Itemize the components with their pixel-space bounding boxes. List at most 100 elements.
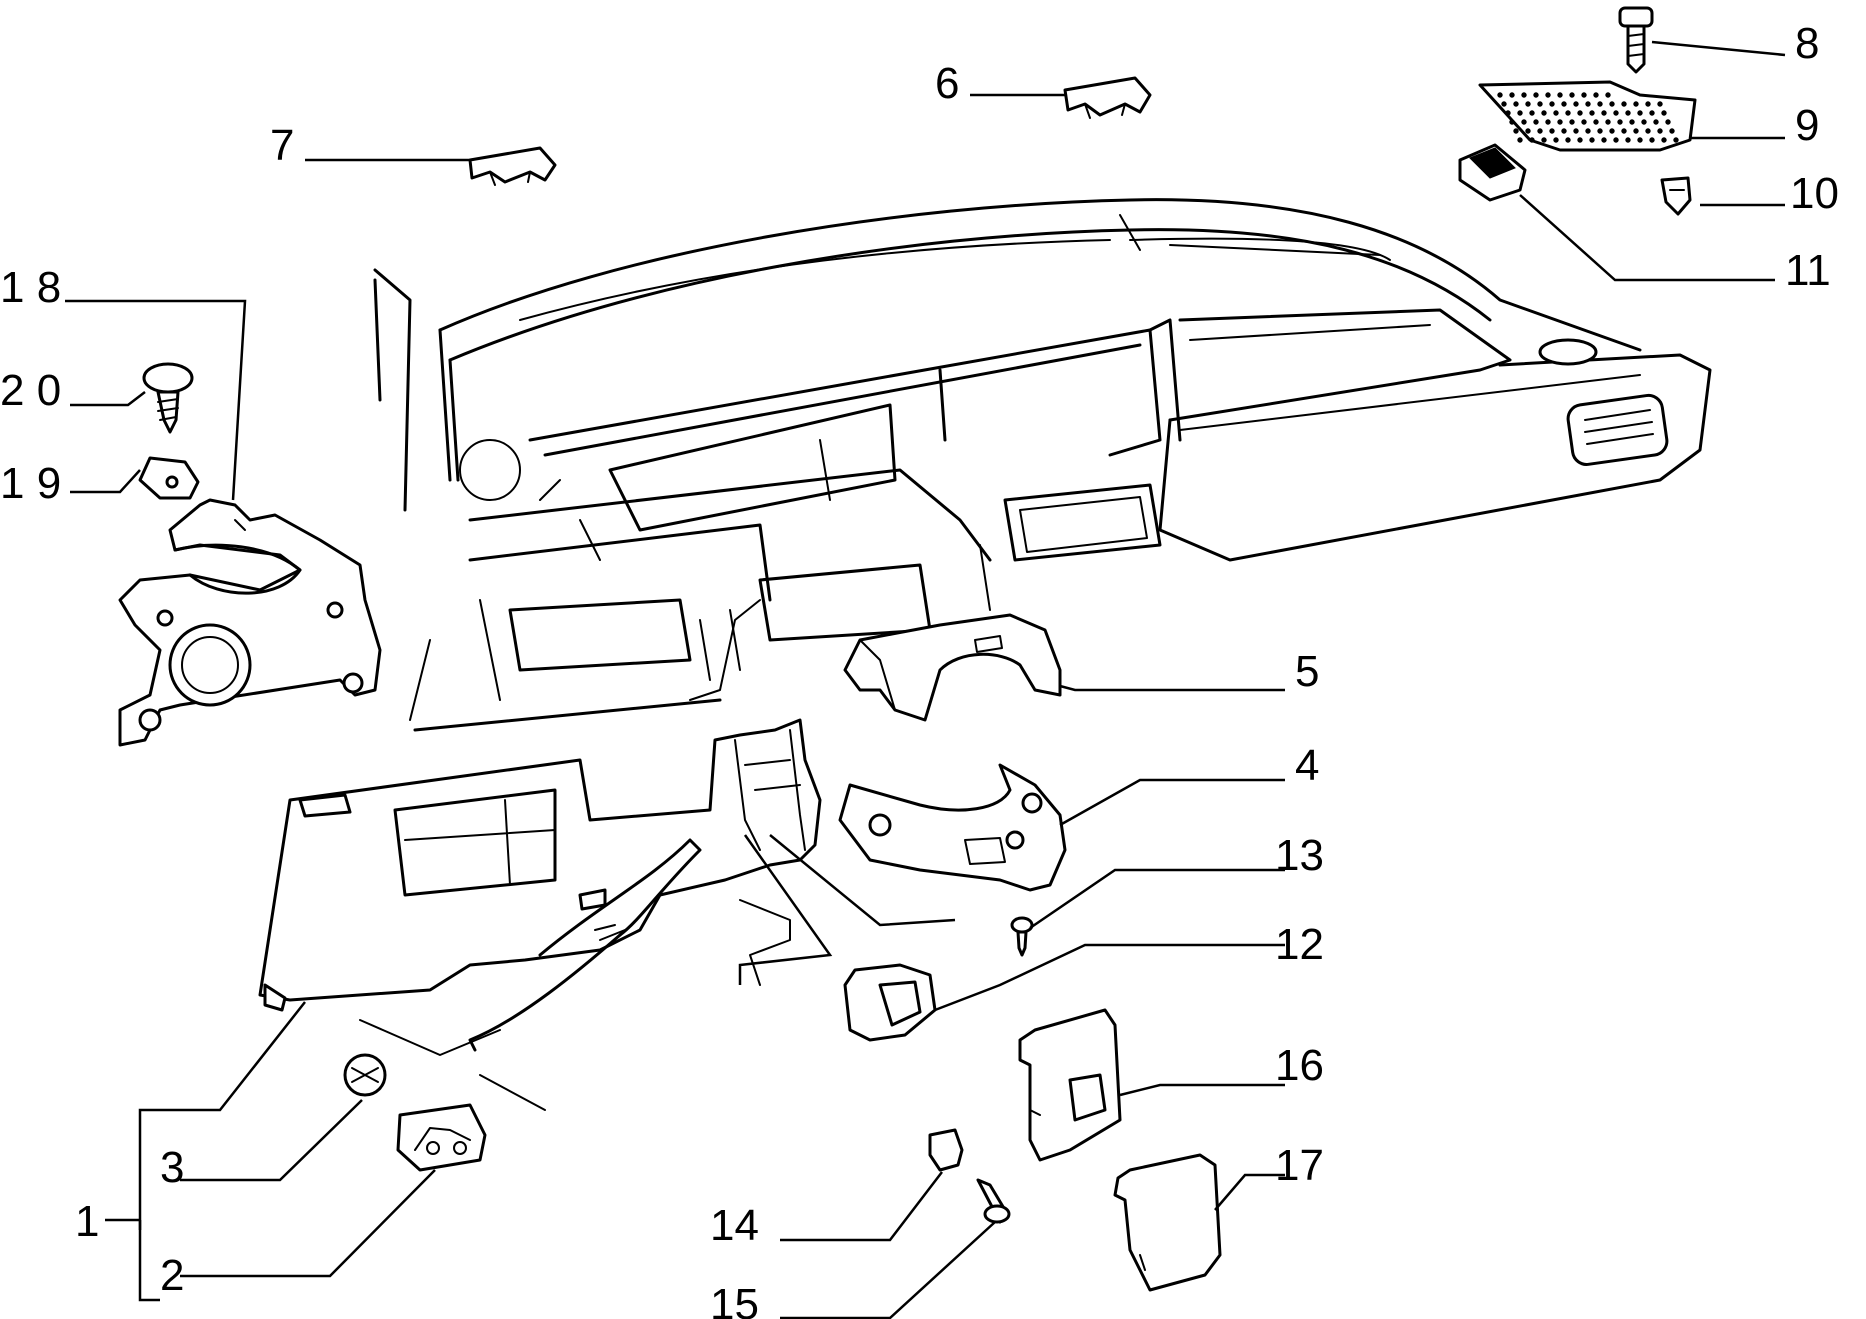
- callout-16: 16: [1275, 1041, 1324, 1090]
- grille-hole: [1537, 128, 1543, 134]
- grille-hole: [1625, 110, 1631, 116]
- callout-17: 17: [1275, 1141, 1324, 1190]
- part-15-screw: [780, 1178, 1011, 1319]
- grille-hole: [1581, 92, 1587, 98]
- grille-hole: [1601, 110, 1607, 116]
- grille-hole: [1621, 128, 1627, 134]
- grille-hole: [1649, 137, 1655, 143]
- grille-hole: [1537, 101, 1543, 107]
- grille-hole: [1533, 92, 1539, 98]
- grille-hole: [1521, 119, 1527, 125]
- grille-hole: [1529, 110, 1535, 116]
- grille-hole: [1565, 110, 1571, 116]
- grille-hole: [1661, 137, 1667, 143]
- grille-hole: [1525, 128, 1531, 134]
- grille-hole: [1621, 101, 1627, 107]
- grille-hole: [1645, 128, 1651, 134]
- callout-18: 1 8: [0, 263, 61, 312]
- part-8-bolt: [1618, 6, 1786, 74]
- grille-hole: [1609, 128, 1615, 134]
- grille-hole: [1517, 110, 1523, 116]
- callout-19: 1 9: [0, 459, 61, 508]
- grille-hole: [1525, 101, 1531, 107]
- grille-hole: [1601, 137, 1607, 143]
- grille-hole: [1513, 101, 1519, 107]
- part-17-blank-cover: [1113, 1153, 1285, 1292]
- grille-hole: [1613, 110, 1619, 116]
- grille-hole: [1661, 110, 1667, 116]
- grille-hole: [1545, 119, 1551, 125]
- part-1-lower-dash-panel: [105, 718, 956, 1302]
- grille-hole: [1673, 137, 1679, 143]
- callout-20: 2 0: [0, 366, 61, 415]
- callout-8: 8: [1795, 19, 1819, 68]
- callout-3: 3: [160, 1143, 184, 1192]
- callout-7: 7: [270, 121, 294, 170]
- grille-hole: [1581, 119, 1587, 125]
- part-5-upper-column-shroud: [843, 613, 1285, 722]
- grille-hole: [1513, 128, 1519, 134]
- grille-hole: [1505, 110, 1511, 116]
- grille-hole: [1561, 128, 1567, 134]
- grille-hole: [1573, 101, 1579, 107]
- part-16-trim-cover: [1018, 1008, 1285, 1162]
- grille-hole: [1565, 137, 1571, 143]
- grille-hole: [1605, 119, 1611, 125]
- grille-hole: [1553, 137, 1559, 143]
- grille-hole: [1649, 110, 1655, 116]
- grille-hole: [1517, 137, 1523, 143]
- grille-hole: [1657, 101, 1663, 107]
- part-13-screw: [1010, 868, 1285, 957]
- callout-14: 14: [710, 1201, 759, 1250]
- grille-hole: [1641, 119, 1647, 125]
- grille-hole: [1629, 119, 1635, 125]
- part-14-clip: [780, 1128, 964, 1242]
- grille-hole: [1541, 137, 1547, 143]
- grille-hole: [1597, 128, 1603, 134]
- grille-hole: [1625, 137, 1631, 143]
- grille-hole: [1549, 101, 1555, 107]
- callout-6: 6: [935, 59, 959, 108]
- grille-hole: [1597, 101, 1603, 107]
- grille-hole: [1561, 101, 1567, 107]
- callout-13: 13: [1275, 831, 1324, 880]
- dashboard-body: [373, 198, 1712, 732]
- grille-hole: [1637, 137, 1643, 143]
- grille-hole: [1545, 92, 1551, 98]
- callout-5: 5: [1295, 647, 1319, 696]
- grille-hole: [1665, 119, 1671, 125]
- callout-12: 12: [1275, 920, 1324, 969]
- grille-hole: [1557, 119, 1563, 125]
- callout-9: 9: [1795, 101, 1819, 150]
- grille-hole: [1593, 92, 1599, 98]
- callout-15: 15: [710, 1280, 759, 1319]
- grille-hole: [1569, 119, 1575, 125]
- part-6-bracket: [970, 76, 1152, 119]
- grille-hole: [1589, 110, 1595, 116]
- grille-hole: [1645, 101, 1651, 107]
- callout-2: 2: [160, 1251, 184, 1300]
- part-3-grommet: [180, 1053, 387, 1182]
- grille-hole: [1533, 119, 1539, 125]
- grille-hole: [1589, 137, 1595, 143]
- grille-hole: [1653, 119, 1659, 125]
- grille-hole: [1529, 137, 1535, 143]
- grille-hole: [1509, 92, 1515, 98]
- grille-hole: [1585, 101, 1591, 107]
- part-20-screw: [70, 362, 194, 434]
- grille-hole: [1549, 128, 1555, 134]
- grille-hole: [1577, 137, 1583, 143]
- grille-hole: [1585, 128, 1591, 134]
- grille-hole: [1633, 128, 1639, 134]
- grille-hole: [1497, 92, 1503, 98]
- callout-10: 10: [1790, 169, 1839, 218]
- grille-hole: [1609, 101, 1615, 107]
- grille-hole: [1617, 119, 1623, 125]
- grille-hole: [1613, 137, 1619, 143]
- grille-hole: [1501, 101, 1507, 107]
- callout-labels: 1 2 3 4 5 6 7 8 9 10 11 12 13 14 15 16 1…: [0, 19, 1839, 1319]
- grille-hole: [1593, 119, 1599, 125]
- grille-hole: [1605, 92, 1611, 98]
- grille-hole: [1557, 92, 1563, 98]
- part-9-grille-panel: [1478, 80, 1785, 152]
